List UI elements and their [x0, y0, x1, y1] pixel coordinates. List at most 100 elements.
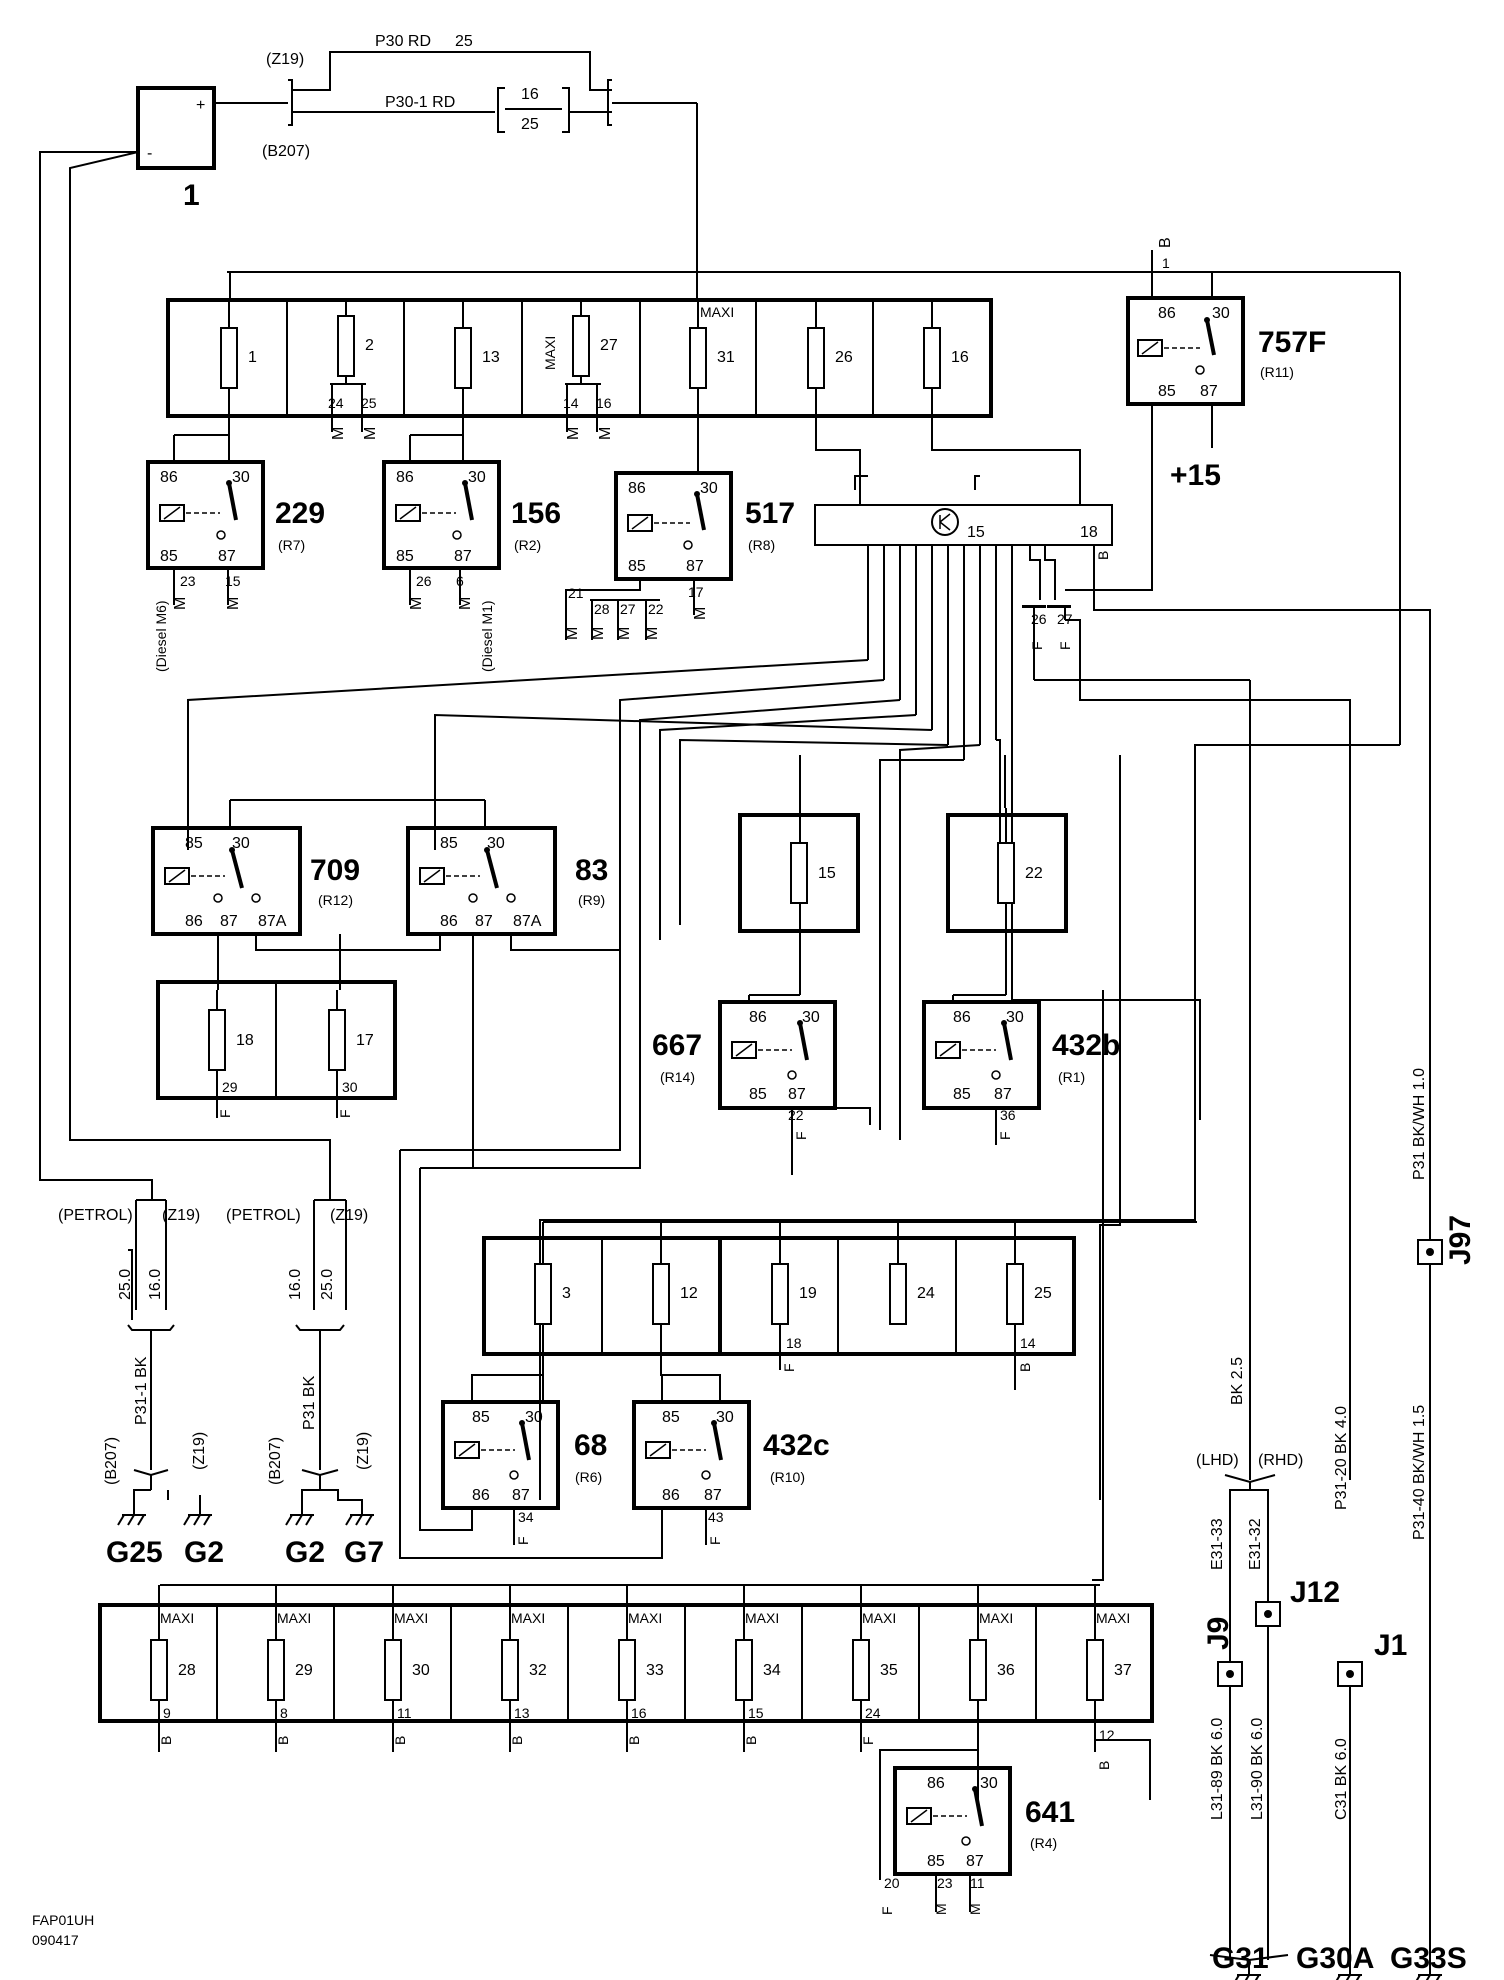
relay-709: 85 30 86 87 87A 709 (R12) — [151, 799, 485, 990]
relay-83-id: 83 — [575, 854, 608, 887]
label-b207-top: (B207) — [262, 143, 310, 160]
svg-text:(PETROL): (PETROL) — [58, 1207, 133, 1224]
battery-box — [136, 86, 216, 170]
svg-text:85: 85 — [1158, 383, 1176, 400]
svg-text:F: F — [997, 1131, 1013, 1140]
wire-p30-1-rd: P30-1 RD — [385, 94, 455, 111]
relay-757f-id: 757F — [1258, 326, 1326, 359]
svg-text:30: 30 — [980, 1775, 998, 1792]
ground-g25: G25 — [106, 1536, 163, 1569]
svg-text:F: F — [1057, 641, 1073, 650]
svg-text:22: 22 — [648, 601, 664, 617]
wire-size-16: 16 — [521, 86, 539, 103]
fuse-block-top: 1 2 13 27 MAXI 31 MAXI 26 16 24 25 M M 1… — [166, 298, 993, 440]
relay-432c-id: 432c — [763, 1429, 830, 1462]
fuse-26-label: 26 — [835, 349, 853, 366]
svg-text:B: B — [275, 1736, 291, 1745]
wire-size-25: 25 — [521, 116, 539, 133]
svg-text:(R2): (R2) — [514, 537, 541, 553]
fuse-29-label: 29 — [295, 1662, 313, 1679]
svg-text:86: 86 — [628, 480, 646, 497]
svg-text:86: 86 — [440, 913, 458, 930]
svg-text:F: F — [707, 1536, 723, 1545]
svg-text:(PETROL): (PETROL) — [226, 1207, 301, 1224]
fuse-34-label: 34 — [763, 1662, 781, 1679]
ground-g2-a: G2 — [184, 1536, 224, 1569]
svg-text:30: 30 — [1006, 1009, 1024, 1026]
svg-text:B: B — [1157, 237, 1174, 248]
relay-641: 86 30 85 87 641 (R4) 20 23 11 F M M — [879, 1749, 1075, 1915]
svg-text:MAXI: MAXI — [979, 1610, 1013, 1626]
svg-text:28: 28 — [594, 601, 610, 617]
svg-text:F: F — [515, 1536, 531, 1545]
svg-text:30: 30 — [232, 835, 250, 852]
svg-text:(R4): (R4) — [1030, 1835, 1057, 1851]
svg-text:87: 87 — [454, 548, 472, 565]
svg-text:14: 14 — [1020, 1335, 1036, 1351]
svg-text:86: 86 — [927, 1775, 945, 1792]
svg-text:(R12): (R12) — [318, 892, 353, 908]
ground-g33s: G33S — [1390, 1942, 1467, 1975]
svg-text:25.0: 25.0 — [117, 1269, 134, 1300]
svg-text:26: 26 — [416, 573, 432, 589]
svg-text:85: 85 — [927, 1853, 945, 1870]
svg-text:24: 24 — [865, 1705, 881, 1721]
svg-text:87: 87 — [966, 1853, 984, 1870]
svg-text:30: 30 — [802, 1009, 820, 1026]
svg-text:86: 86 — [396, 469, 414, 486]
svg-text:B: B — [1095, 551, 1111, 560]
svg-text:16.0: 16.0 — [147, 1269, 164, 1300]
ground-m-24: M — [330, 427, 347, 440]
svg-text:87A: 87A — [513, 913, 542, 930]
fuse-2 — [337, 315, 355, 377]
svg-text:B: B — [158, 1736, 174, 1745]
svg-text:P31-1 BK: P31-1 BK — [133, 1356, 150, 1425]
svg-text:M: M — [933, 1903, 949, 1915]
svg-text:(Z19): (Z19) — [191, 1432, 208, 1470]
svg-text:(B207): (B207) — [267, 1437, 284, 1485]
svg-text:(Z19): (Z19) — [330, 1207, 368, 1224]
ground-left-group: (PETROL) (Z19) 25.0 16.0 P31-1 BK (B207)… — [58, 1199, 384, 1569]
svg-text:30: 30 — [1212, 305, 1230, 322]
fuse-31 — [689, 327, 707, 389]
junction-j1-label: J1 — [1374, 1629, 1407, 1662]
svg-text:B: B — [509, 1736, 525, 1745]
fuse-15-label: 15 — [818, 865, 836, 882]
fuse-16-label: 16 — [951, 349, 969, 366]
svg-text:MAXI: MAXI — [745, 1610, 779, 1626]
fuse-25-label: 25 — [1034, 1285, 1052, 1302]
svg-text:86: 86 — [160, 469, 178, 486]
junction-j97-label: J97 — [1444, 1215, 1477, 1265]
supply-plus-15: +15 — [1170, 459, 1221, 492]
svg-text:18: 18 — [1080, 524, 1098, 541]
svg-text:30: 30 — [232, 469, 250, 486]
fuse-19-label: 19 — [799, 1285, 817, 1302]
fuse-1-label: 1 — [248, 349, 257, 366]
ground-m-16: M — [597, 427, 614, 440]
svg-text:86: 86 — [662, 1487, 680, 1504]
relay-229-id: 229 — [275, 497, 325, 530]
footer-code: FAP01UH — [32, 1912, 94, 1928]
svg-text:85: 85 — [396, 548, 414, 565]
battery: + - 1 — [136, 86, 216, 212]
fuse-37-label: 37 — [1114, 1662, 1132, 1679]
svg-text:34: 34 — [518, 1509, 534, 1525]
svg-text:11: 11 — [397, 1705, 412, 1721]
svg-text:30: 30 — [468, 469, 486, 486]
svg-text:87: 87 — [220, 913, 238, 930]
ground-g31: G31 — [1212, 1942, 1269, 1975]
relay-667-id: 667 — [652, 1029, 702, 1062]
svg-text:87: 87 — [475, 913, 493, 930]
svg-text:F: F — [793, 1131, 809, 1140]
fuse-17-label: 17 — [356, 1032, 374, 1049]
svg-text:87: 87 — [704, 1487, 722, 1504]
junction-j12-label: J12 — [1290, 1576, 1340, 1609]
fuse-36-label: 36 — [997, 1662, 1015, 1679]
relay-432c: 85 30 86 87 432c (R10) 43 F — [399, 1150, 830, 1559]
single-fuse-22: 22 — [946, 808, 1068, 995]
svg-text:M: M — [644, 627, 661, 640]
svg-text:15: 15 — [748, 1705, 764, 1721]
svg-text:(R10): (R10) — [770, 1469, 805, 1485]
svg-text:F: F — [1029, 641, 1045, 650]
